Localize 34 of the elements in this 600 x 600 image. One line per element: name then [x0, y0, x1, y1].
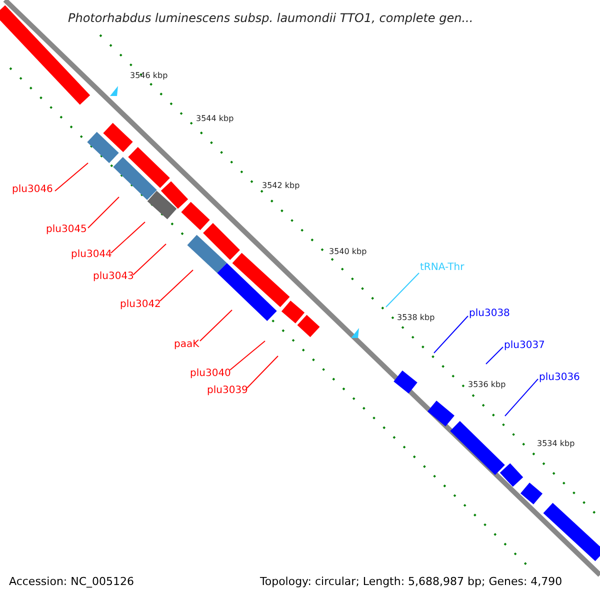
- leader-line: [88, 196, 120, 228]
- gene-label: plu3038: [469, 309, 510, 319]
- gene-label: tRNA-Thr: [420, 263, 464, 273]
- gene-label: plu3045: [46, 225, 87, 235]
- gene-label: plu3040: [190, 369, 231, 379]
- gene-label: plu3042: [120, 300, 161, 310]
- gene-label: plu3036: [539, 373, 580, 383]
- leader-line: [110, 222, 146, 254]
- leader-line: [54, 162, 88, 192]
- scale-label: 3536 kbp: [468, 381, 506, 389]
- gene-label: plu3043: [93, 272, 134, 282]
- leader-line: [230, 340, 266, 370]
- scale-label: 3546 kbp: [130, 72, 168, 80]
- scale-label: 3542 kbp: [262, 182, 300, 190]
- leader-line: [246, 356, 278, 388]
- gene-label: plu3037: [504, 341, 545, 351]
- leader-line: [132, 244, 166, 276]
- leader-line: [486, 346, 504, 364]
- scale-label: 3534 kbp: [537, 440, 575, 448]
- scale-label: 3544 kbp: [196, 115, 234, 123]
- leader-line: [504, 378, 538, 416]
- genome-info-text: Topology: circular; Length: 5,688,987 bp; Genes: 4,790: [260, 576, 562, 587]
- scale-label: 3538 kbp: [397, 314, 435, 322]
- gene-label: plu3046: [12, 185, 53, 195]
- gene-label: plu3044: [71, 250, 112, 260]
- leader-line: [200, 310, 232, 342]
- leader-line: [434, 316, 468, 354]
- map-title: Photorhabdus luminescens subsp. laumondii TTO1, complete gen...: [68, 12, 474, 24]
- leader-line: [386, 272, 420, 308]
- leader-line: [160, 270, 194, 302]
- accession-text: Accession: NC_005126: [9, 576, 134, 587]
- gene-label: plu3039: [207, 386, 248, 396]
- scale-label: 3540 kbp: [329, 248, 367, 256]
- gene-label: paaK: [174, 340, 200, 350]
